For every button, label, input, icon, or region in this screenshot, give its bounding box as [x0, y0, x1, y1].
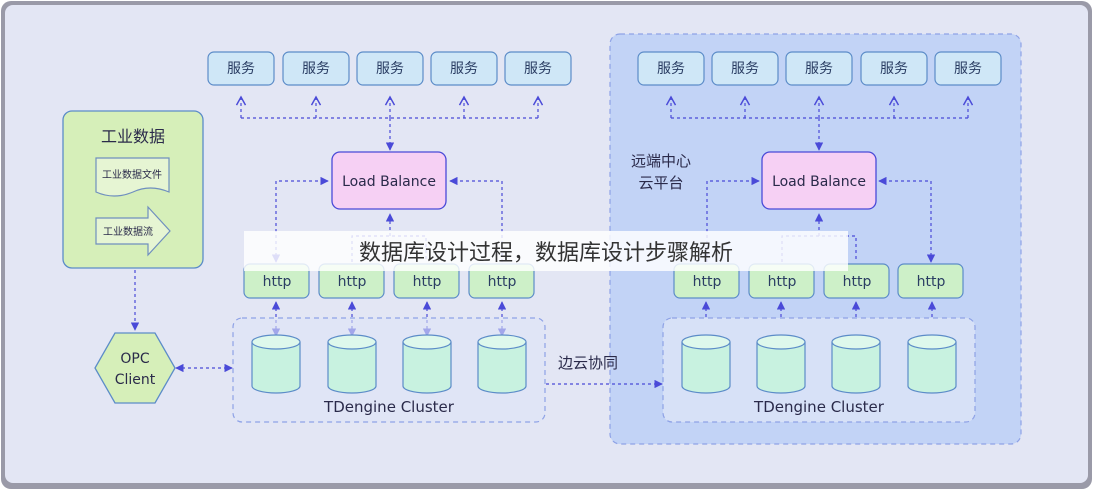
http-left-group: http http http http — [243, 263, 535, 299]
service-box: 服务 — [934, 51, 1002, 86]
cloud-platform-label: 云平台 — [638, 174, 683, 192]
edge-cloud-label: 边云协同 — [558, 354, 618, 372]
service-label: 服务 — [657, 61, 685, 77]
service-label: 服务 — [302, 61, 330, 77]
service-box: 服务 — [785, 51, 853, 86]
database-cylinders — [251, 334, 957, 394]
service-box: 服务 — [282, 51, 350, 86]
industrial-stream-label: 工业数据流 — [103, 225, 153, 238]
service-box: 服务 — [504, 51, 572, 86]
service-box: 服务 — [430, 51, 498, 86]
database-cylinder — [831, 334, 881, 394]
services-right-group: 服务 服务 服务 服务 服务 — [637, 51, 1002, 86]
load-balancer-right-label: Load Balance — [772, 174, 866, 190]
http-box: http — [318, 263, 385, 299]
http-box: http — [393, 263, 460, 299]
database-cylinder — [477, 334, 527, 394]
http-right-group: http http http http — [673, 263, 964, 299]
http-label: http — [338, 274, 367, 290]
http-box: http — [243, 263, 310, 299]
database-cylinder — [402, 334, 452, 394]
database-cylinder — [327, 334, 377, 394]
http-box: http — [748, 263, 815, 299]
load-balancer-left: Load Balance — [331, 151, 447, 210]
service-label: 服务 — [731, 61, 759, 77]
http-label: http — [413, 274, 442, 290]
service-box: 服务 — [637, 51, 705, 86]
stream-arrow-shape — [95, 205, 171, 257]
http-label: http — [843, 274, 872, 290]
remote-center-label: 远端中心 — [631, 152, 691, 170]
service-box: 服务 — [207, 51, 275, 86]
service-label: 服务 — [880, 61, 908, 77]
industrial-data-box: 工业数据 工业数据文件 工业数据流 — [62, 110, 204, 269]
http-box: http — [897, 263, 964, 299]
industrial-file-label: 工业数据文件 — [102, 168, 162, 181]
database-cylinder — [907, 334, 957, 394]
service-label: 服务 — [450, 61, 478, 77]
load-balancer-left-label: Load Balance — [342, 174, 436, 190]
opc-label: OPC — [120, 351, 149, 367]
overlay-title-banner: 数据库设计过程，数据库设计步骤解析 — [244, 231, 848, 271]
database-cylinder — [756, 334, 806, 394]
http-label: http — [693, 274, 722, 290]
http-box: http — [468, 263, 535, 299]
service-label: 服务 — [805, 61, 833, 77]
service-label: 服务 — [227, 61, 255, 77]
http-label: http — [917, 274, 946, 290]
service-label: 服务 — [954, 61, 982, 77]
client-label: Client — [115, 372, 156, 388]
service-box: 服务 — [860, 51, 928, 86]
opc-client-node: OPC Client — [94, 332, 176, 404]
document-shape — [95, 157, 170, 197]
service-box: 服务 — [356, 51, 424, 86]
service-box: 服务 — [711, 51, 779, 86]
service-label: 服务 — [376, 61, 404, 77]
http-label: http — [488, 274, 517, 290]
cluster-right-label: TDengine Cluster — [753, 398, 885, 416]
http-box: http — [823, 263, 890, 299]
industrial-data-title: 工业数据 — [101, 127, 165, 146]
database-cylinder — [681, 334, 731, 394]
cluster-right-frame — [662, 317, 976, 423]
service-label: 服务 — [524, 61, 552, 77]
http-label: http — [263, 274, 292, 290]
http-label: http — [768, 274, 797, 290]
cluster-left-label: TDengine Cluster — [323, 398, 455, 416]
database-cylinder — [251, 334, 301, 394]
overlay-title: 数据库设计过程，数据库设计步骤解析 — [358, 241, 733, 266]
cluster-left-frame — [232, 317, 546, 423]
load-balancer-right: Load Balance — [761, 151, 877, 210]
services-left-group: 服务 服务 服务 服务 服务 — [207, 51, 572, 86]
